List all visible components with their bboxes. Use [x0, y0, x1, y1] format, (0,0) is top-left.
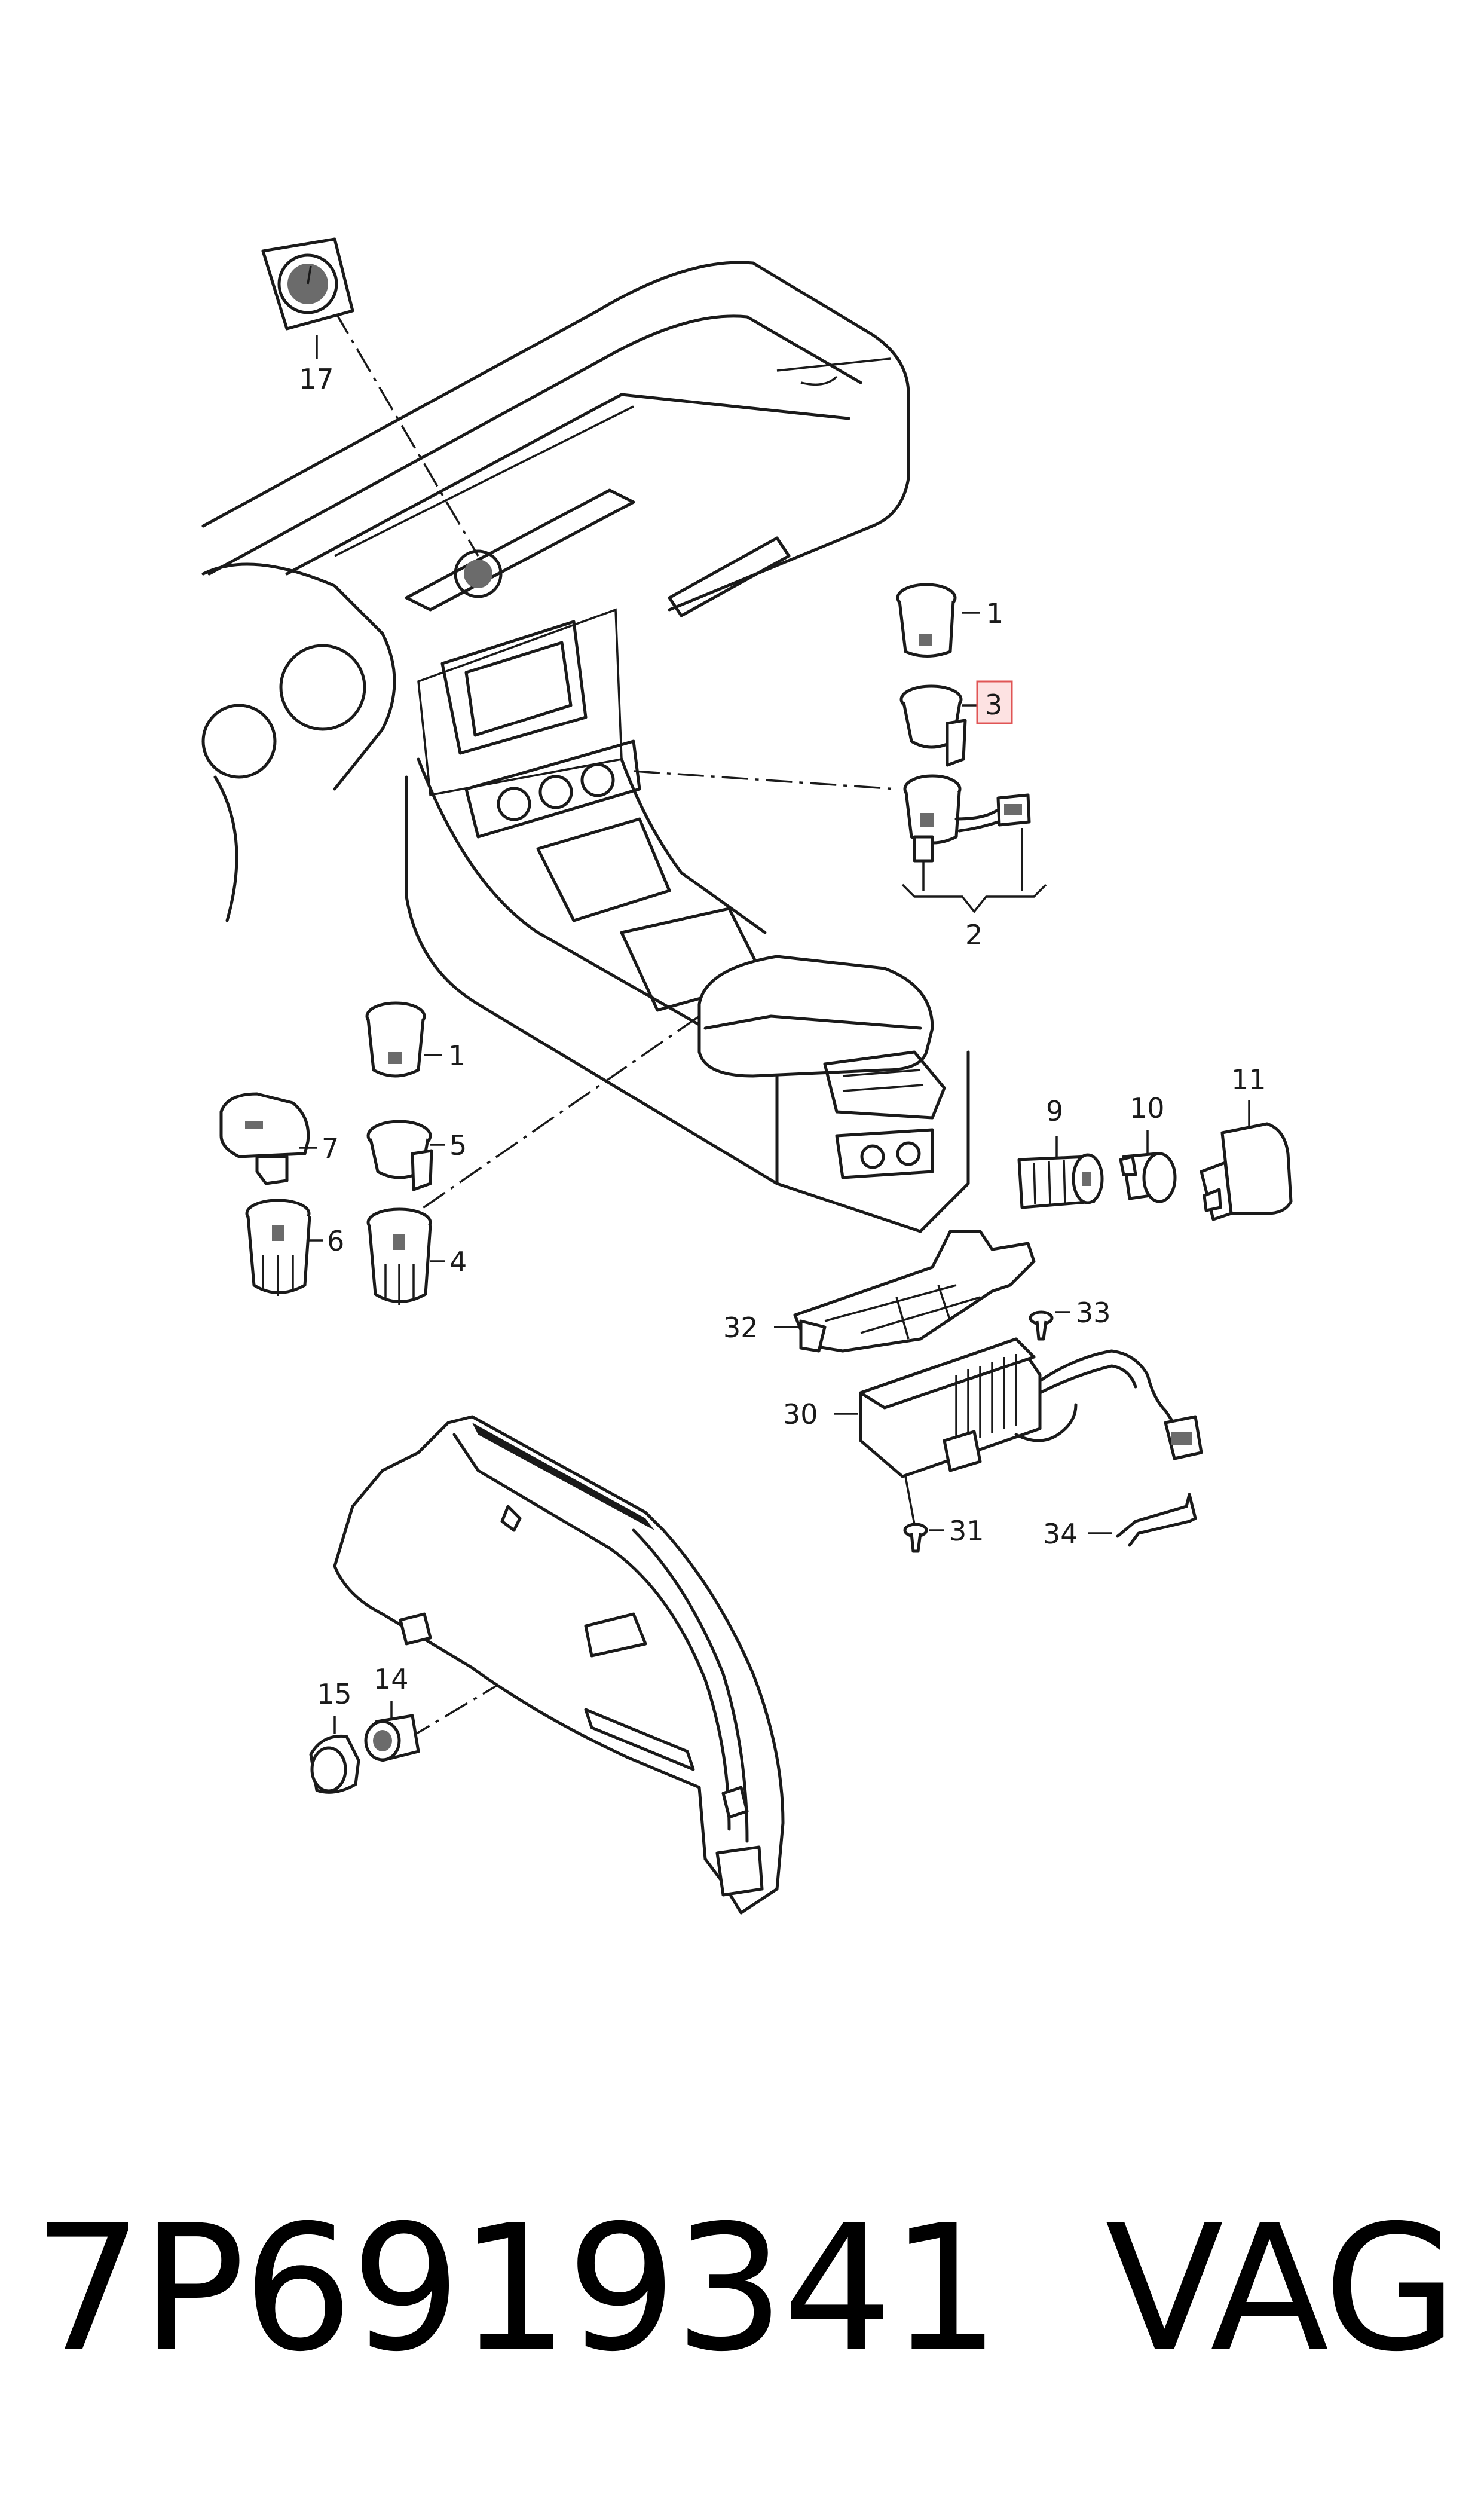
callout-11: 11: [1231, 1063, 1266, 1096]
footer: 7P6919341 VAG: [33, 2176, 1458, 2403]
part-10-bezel: 10: [1119, 1092, 1177, 1203]
callout-31: 31: [949, 1515, 984, 1547]
callout-3: 3: [985, 689, 1002, 721]
part-17-clock: 17: [261, 237, 354, 395]
part-31-screw: 31: [903, 1476, 984, 1553]
callout-7: 7: [322, 1132, 339, 1164]
part-32-bracket: 32: [723, 1230, 1036, 1353]
callout-5: 5: [449, 1129, 467, 1161]
part-15-cap: 15: [309, 1678, 360, 1794]
callout-34: 34: [1043, 1518, 1078, 1550]
callout-4: 4: [449, 1246, 467, 1278]
part-1-socket-upper: 1: [896, 583, 1003, 658]
part-33-screw: 33: [1029, 1297, 1111, 1341]
part-number: 7P6919341: [33, 2188, 1000, 2390]
callout-32: 32: [723, 1312, 758, 1344]
part-4-socket-insert: 4: [366, 1207, 467, 1305]
callout-6: 6: [327, 1225, 344, 1257]
callout-17: 17: [299, 363, 334, 395]
callout-2: 2: [965, 919, 983, 951]
part-5-socket-housing: 5: [366, 1120, 467, 1191]
callout-9: 9: [1046, 1095, 1063, 1127]
callout-1b: 1: [448, 1040, 466, 1072]
part-2-socket-with-harness: 2: [901, 774, 1047, 951]
callout-3-highlight-box: [976, 680, 1013, 724]
part-7-cover: 7: [219, 1092, 339, 1185]
trunk-side-trim-panel: [333, 1415, 785, 1915]
part-6-socket-insert: 6: [245, 1199, 344, 1296]
dashboard-illustration: [201, 261, 970, 1233]
part-34-clip: 34: [1043, 1493, 1197, 1550]
callout-30: 30: [783, 1398, 818, 1430]
callout-15: 15: [317, 1678, 352, 1710]
callout-14: 14: [374, 1663, 409, 1695]
part-3-socket-housing: 3: [899, 680, 1013, 767]
part-14-socket: 14: [364, 1663, 420, 1762]
callout-1a: 1: [986, 597, 1003, 629]
part-30-control-unit: 30: [783, 1337, 1203, 1478]
callout-33: 33: [1076, 1297, 1111, 1329]
part-9-socket: 9: [1017, 1095, 1104, 1209]
part-11-usb-hub: 11: [1200, 1063, 1293, 1221]
part-1-socket-lower: 1: [365, 1001, 466, 1078]
callout-10: 10: [1130, 1092, 1165, 1124]
brand-label: VAG: [1105, 2188, 1458, 2390]
